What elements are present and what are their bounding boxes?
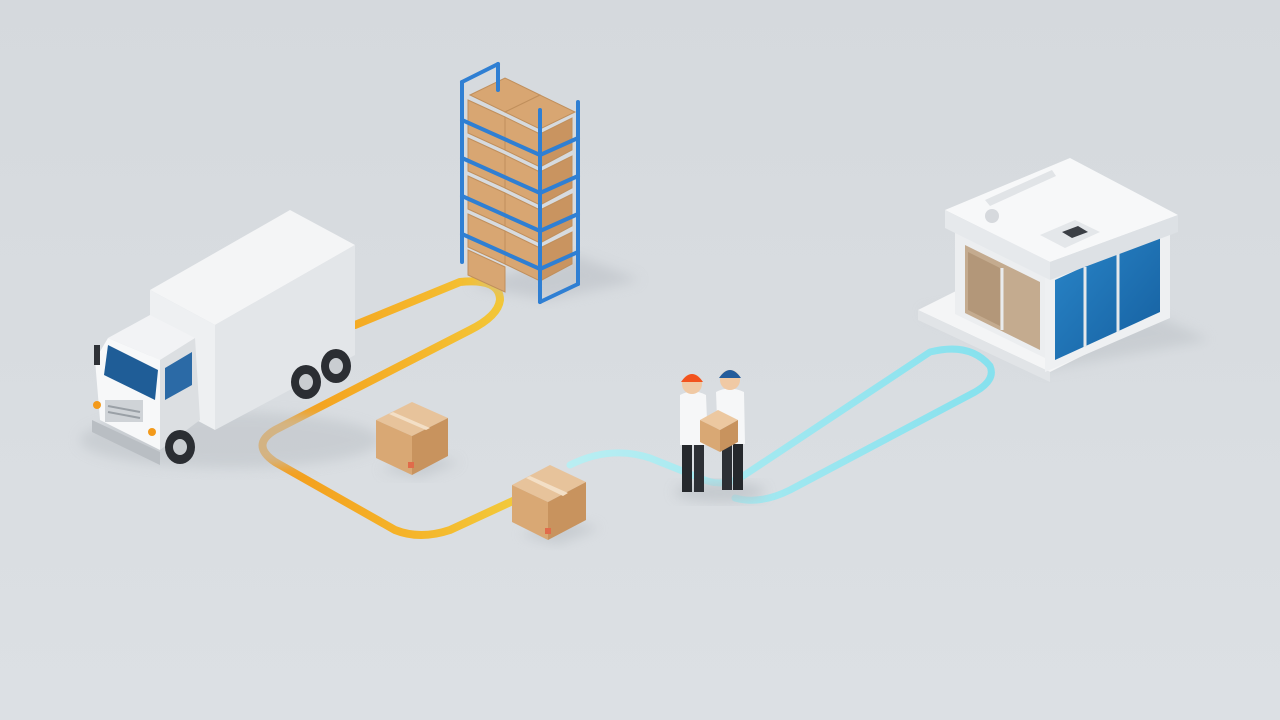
cool-route [566,345,995,504]
warehouse-rack [460,62,640,304]
parcel [376,402,460,478]
storefront [918,158,1210,382]
workers-handoff [675,370,765,502]
delivery-truck [80,210,380,468]
parcel [512,465,600,545]
